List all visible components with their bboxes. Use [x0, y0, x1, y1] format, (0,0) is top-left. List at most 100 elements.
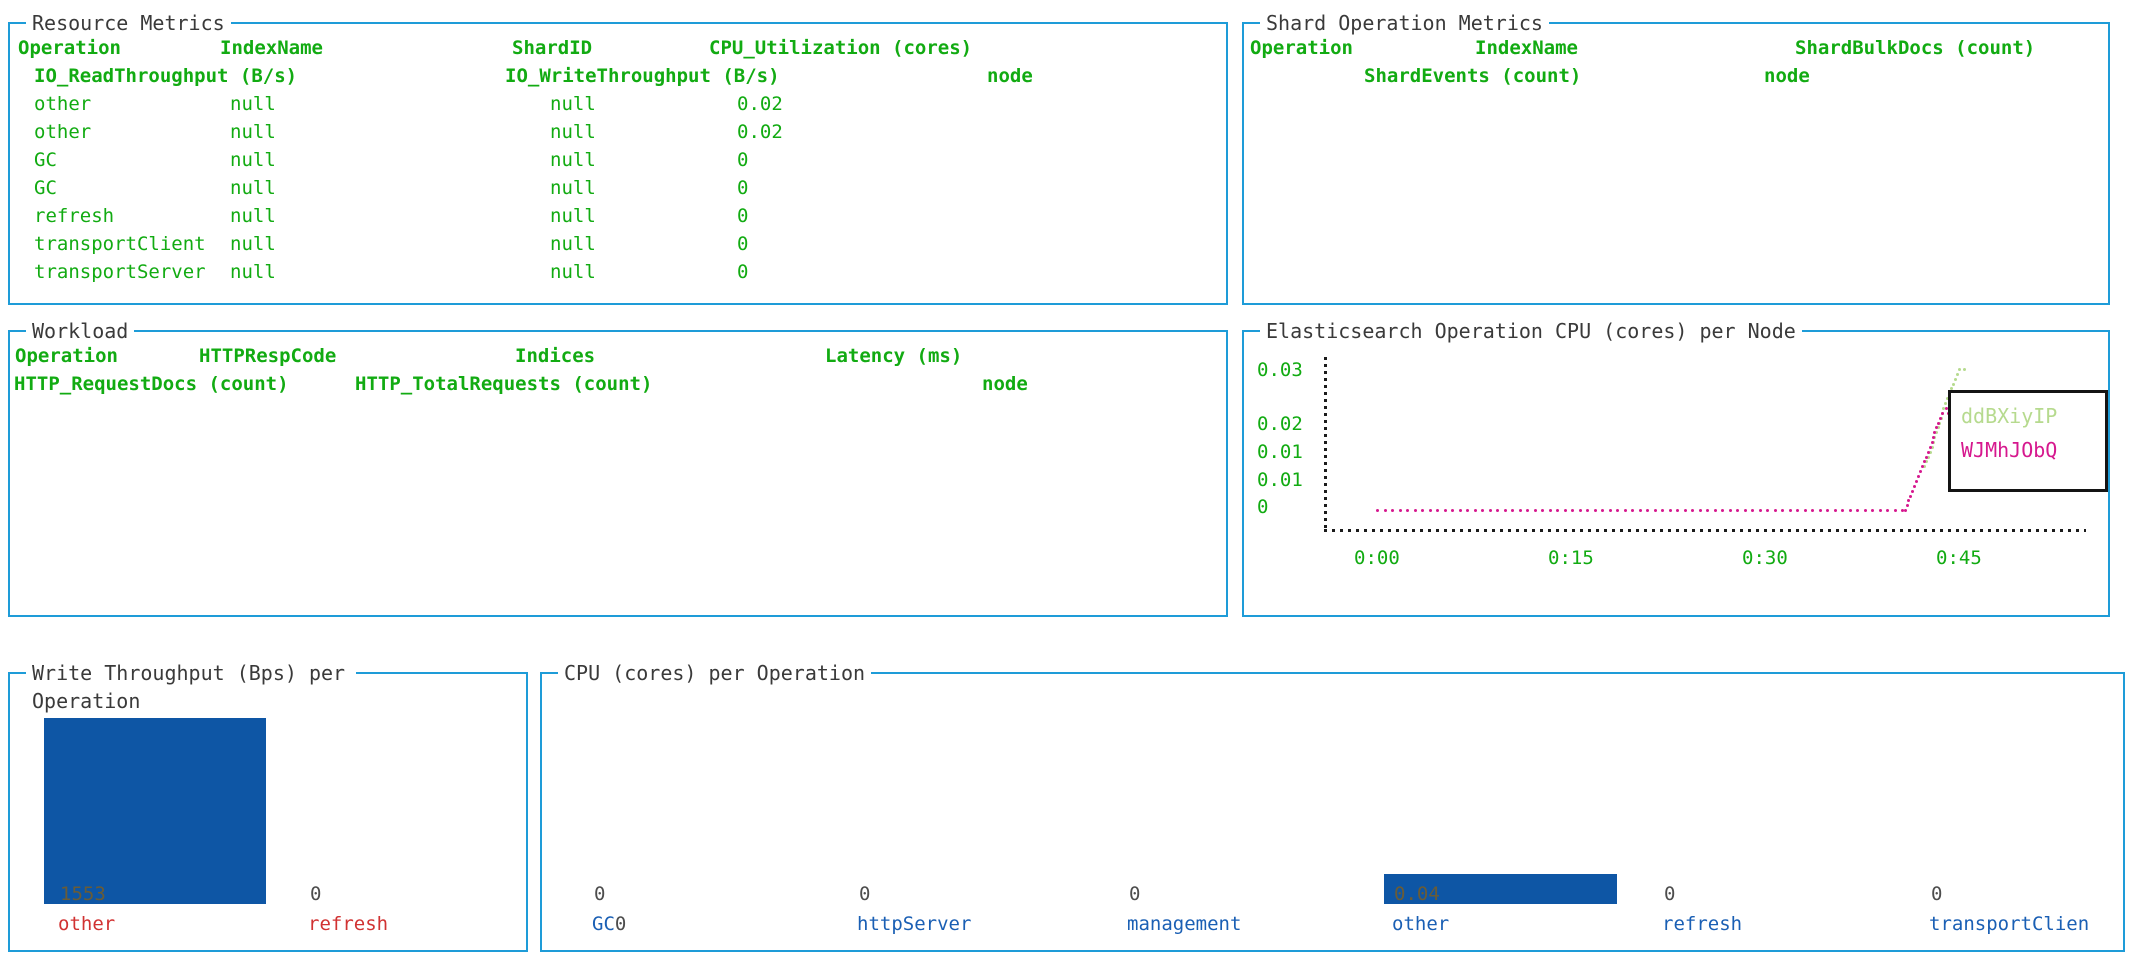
scatter-dot: [1383, 509, 1387, 513]
scatter-dot: [1586, 509, 1589, 513]
col-header: Operation: [18, 37, 121, 59]
bar-label: other: [58, 913, 116, 935]
cell-index-name: null: [230, 233, 276, 255]
scatter-dot: [1706, 509, 1709, 513]
bar-label: other: [1392, 913, 1450, 935]
scatter-dot: [1428, 509, 1432, 513]
scatter-dot: [1946, 397, 1950, 401]
scatter-dot: [1601, 509, 1604, 513]
scatter-dot: [1458, 509, 1462, 513]
scatter-dot: [1541, 509, 1544, 513]
col-header: HTTPRespCode: [199, 345, 337, 367]
cell-cpu: 0.02: [737, 93, 783, 115]
scatter-dot: [1841, 509, 1844, 513]
cell-cpu: 0: [737, 261, 749, 283]
scatter-dot: [1443, 509, 1447, 513]
panel-cpu-per-node-chart: Elasticsearch Operation CPU (cores) per …: [1242, 317, 2110, 617]
bar: [44, 718, 266, 904]
scatter-dot: [1638, 509, 1642, 513]
scatter-dot: [1903, 509, 1907, 513]
scatter-dot: [1953, 377, 1957, 381]
scatter-dot: [1391, 509, 1394, 513]
col-header: ShardID: [512, 37, 593, 59]
scatter-dot: [1950, 387, 1954, 391]
cell-operation: refresh: [34, 205, 115, 227]
scatter-dot: [1683, 509, 1687, 513]
cell-operation: transportClient: [34, 233, 206, 255]
x-tick-label: 0:45: [1936, 547, 1982, 569]
scatter-dot: [1933, 431, 1937, 435]
col-header: HTTP_TotalRequests (count): [355, 373, 653, 395]
bar-label-suffix: 0: [614, 913, 627, 935]
bar-value: 0: [1931, 883, 1943, 905]
scatter-dot: [1781, 509, 1784, 513]
table-row: GC null null 0: [10, 174, 1226, 202]
panel-title-resource-metrics: Resource Metrics: [26, 9, 231, 37]
col-header: IndexName: [1475, 37, 1578, 59]
cell-shard-id: null: [550, 149, 596, 171]
col-header: IO_ReadThroughput (B/s): [34, 65, 298, 87]
bar-value: 0: [859, 883, 871, 905]
scatter-dot: [1406, 509, 1409, 513]
scatter-dot: [1901, 509, 1904, 513]
scatter-dot: [1466, 509, 1469, 513]
scatter-dot: [1736, 509, 1739, 513]
table-row: GC null null 0: [10, 146, 1226, 174]
scatter-dot: [1957, 368, 1961, 372]
scatter-dot: [1934, 431, 1938, 435]
col-header: node: [982, 373, 1028, 395]
scatter-dot: [1848, 509, 1852, 513]
table-row: refresh null null 0: [10, 202, 1226, 230]
bar-label: GC0: [592, 913, 627, 935]
table-header-row: HTTP_RequestDocs (count) HTTP_TotalReque…: [10, 370, 1226, 398]
scatter-dot: [1451, 509, 1454, 513]
scatter-dot: [1556, 509, 1559, 513]
y-tick-label: 0.01: [1257, 469, 1303, 491]
scatter-dot: [1766, 509, 1769, 513]
bar-value: 1553: [60, 883, 106, 905]
scatter-dot: [1915, 479, 1919, 483]
scatter-dot: [1893, 509, 1897, 513]
scatter-dot: [1788, 509, 1792, 513]
cell-operation: other: [34, 121, 92, 143]
scatter-dot: [1926, 455, 1930, 459]
scatter-dot: [1563, 509, 1567, 513]
scatter-dot: [1937, 421, 1941, 425]
col-header: IndexName: [220, 37, 323, 59]
cell-index-name: null: [230, 177, 276, 199]
scatter-dot: [1935, 426, 1939, 430]
scatter-dot: [1436, 509, 1439, 513]
bar-value: 0: [1664, 883, 1676, 905]
cell-operation: GC: [34, 149, 57, 171]
scatter-dot: [1921, 465, 1925, 469]
table-header-row: Operation HTTPRespCode Indices Latency (…: [10, 342, 1226, 370]
panel-shard-operation-metrics: Shard Operation Metrics Operation IndexN…: [1242, 9, 2110, 305]
scatter-dot: [1911, 489, 1915, 493]
scatter-dot: [1623, 509, 1627, 513]
col-header: ShardBulkDocs (count): [1795, 37, 2036, 59]
cell-shard-id: null: [550, 205, 596, 227]
scatter-dot: [1518, 509, 1522, 513]
scatter-dot: [1676, 509, 1679, 513]
scatter-dot: [1421, 509, 1424, 513]
scatter-dot: [1922, 460, 1926, 464]
scatter-dot: [1413, 509, 1417, 513]
bar-value: 0: [310, 883, 322, 905]
table-row: other null null 0.02: [10, 118, 1226, 146]
x-tick-label: 0:00: [1354, 547, 1400, 569]
scatter-dot: [1571, 509, 1574, 513]
panel-title-cpu-per-operation: CPU (cores) per Operation: [558, 659, 872, 687]
scatter-dot: [1646, 509, 1649, 513]
scatter-dot: [1743, 509, 1747, 513]
col-header: node: [1764, 65, 1810, 87]
scatter-dot: [1907, 499, 1911, 503]
cell-cpu: 0: [737, 205, 749, 227]
cell-cpu: 0.02: [737, 121, 783, 143]
scatter-dot: [1481, 509, 1484, 513]
scatter-dot: [1818, 509, 1822, 513]
scatter-dot: [1826, 509, 1829, 513]
y-tick-label: 0: [1257, 496, 1269, 518]
panel-title-workload: Workload: [26, 317, 135, 345]
